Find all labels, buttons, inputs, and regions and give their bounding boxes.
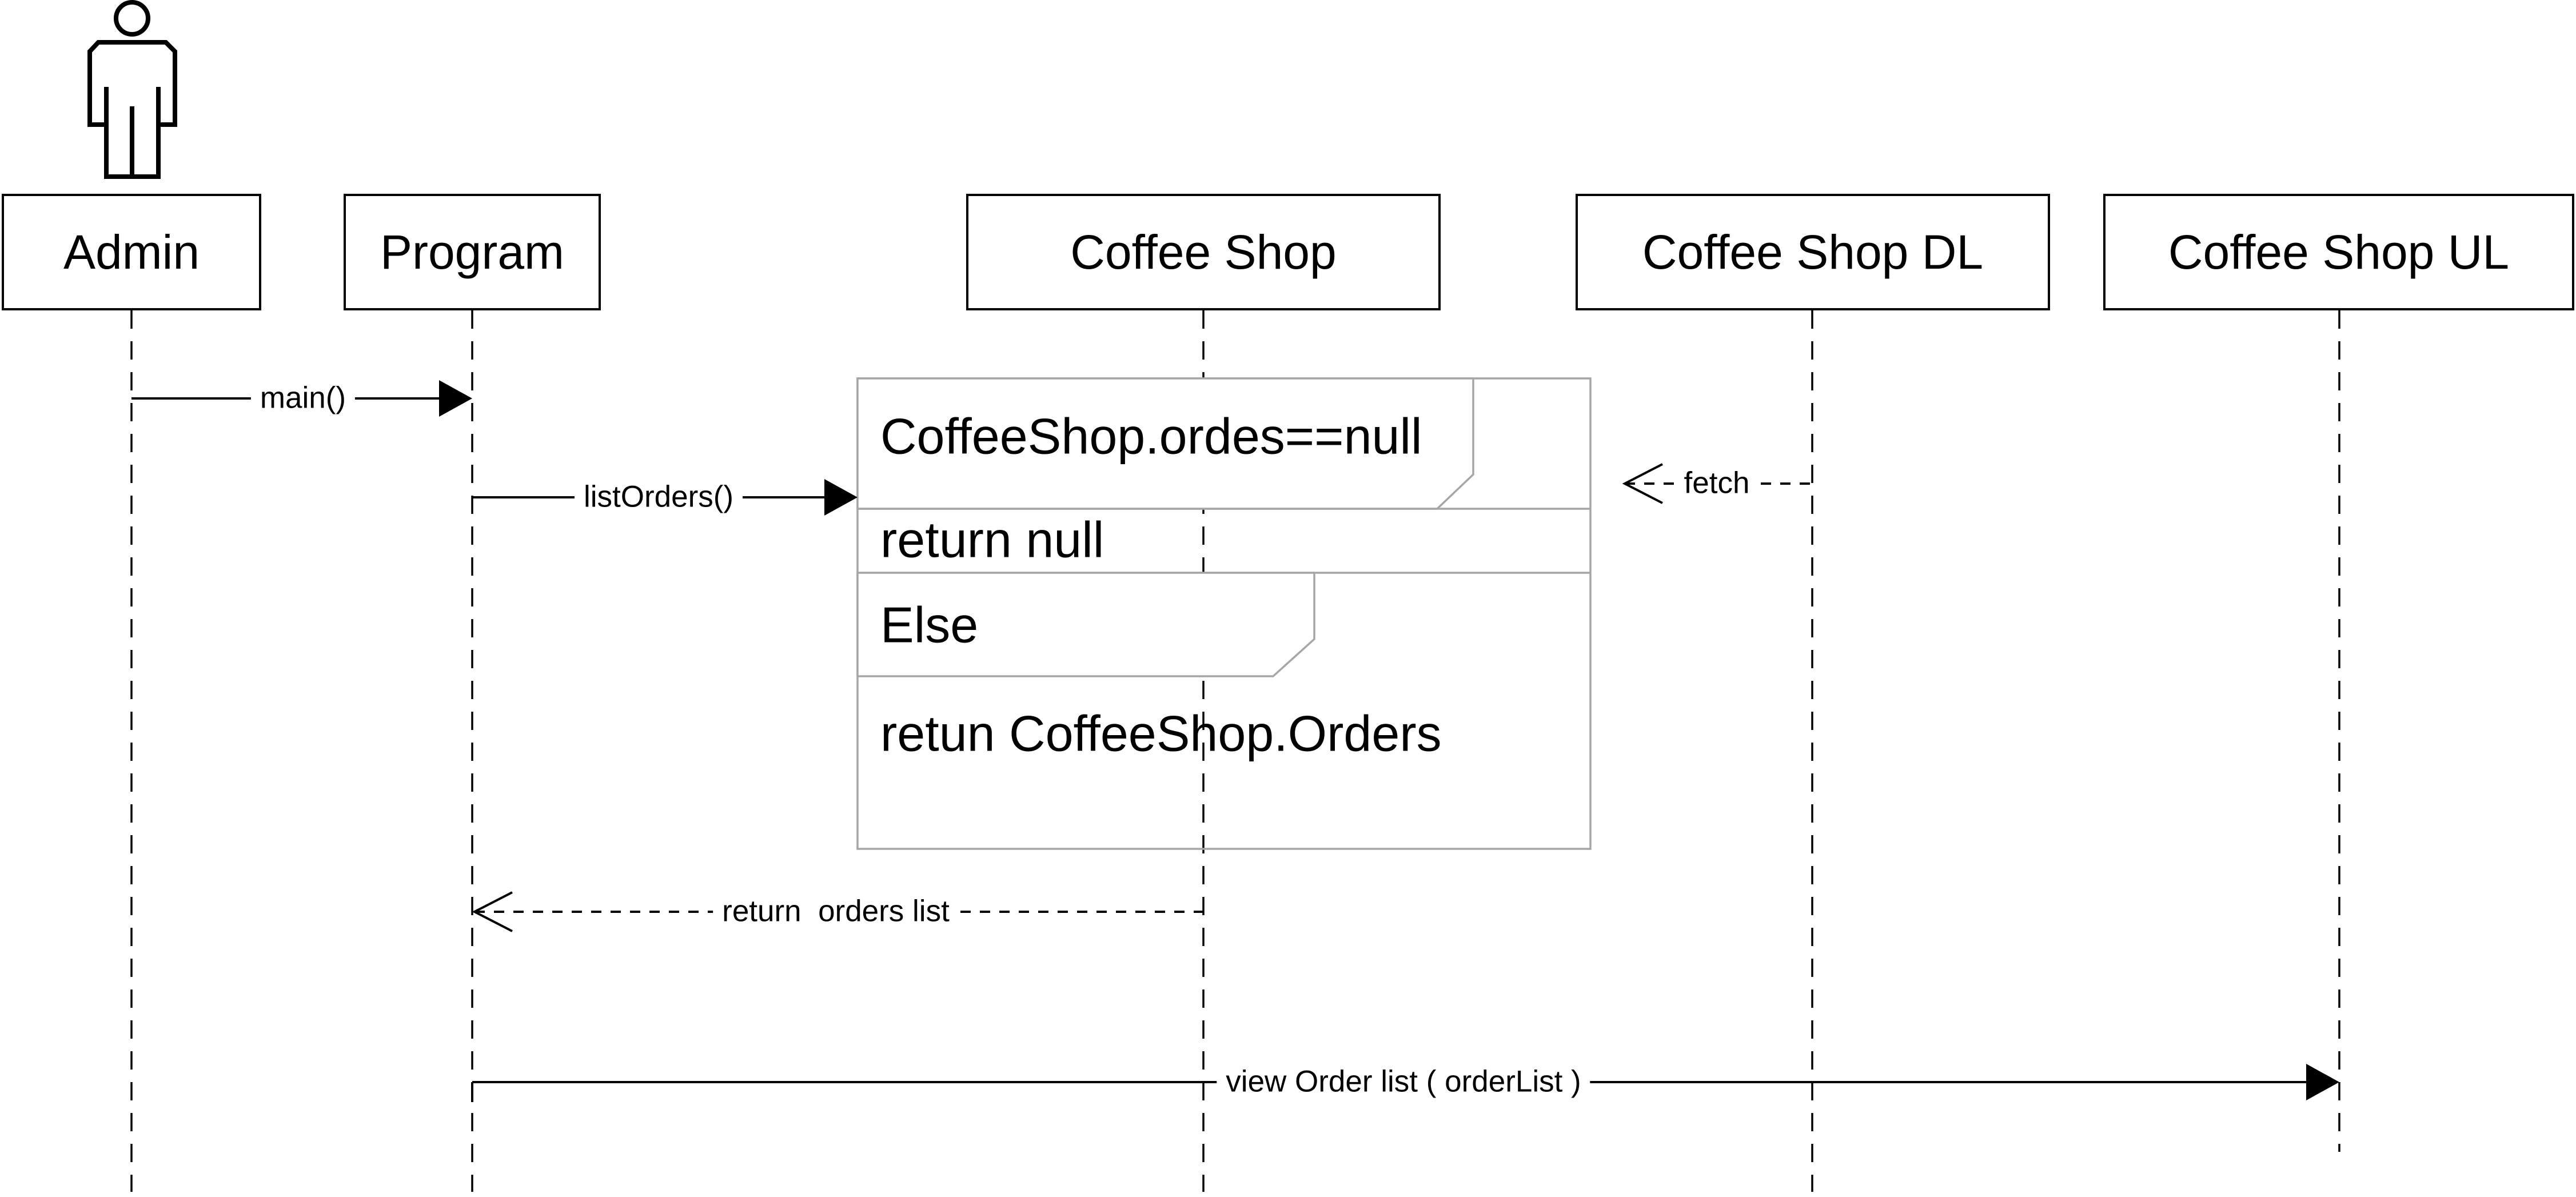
- message-label-fetch: fetch: [1674, 465, 1759, 502]
- actor-label: Admin: [63, 225, 200, 279]
- actor-label: Program: [380, 225, 565, 279]
- message-label-return-orders-list: return orders list: [713, 893, 959, 931]
- open-arrowhead-icon: [472, 891, 513, 932]
- actor-box-admin: Admin: [2, 194, 261, 310]
- fragment-guard-label: CoffeeShop.ordes==null: [880, 408, 1422, 465]
- filled-arrowhead-icon: [2306, 1064, 2339, 1100]
- filled-arrowhead-icon: [824, 479, 858, 516]
- message-label-listorders: listOrders(): [574, 478, 743, 516]
- actor-box-program: Program: [344, 194, 601, 310]
- filled-arrowhead-icon: [439, 380, 472, 417]
- fragment-else-label: Else: [880, 596, 979, 653]
- person-body: [87, 40, 177, 179]
- actor-box-coffee-shop: Coffee Shop: [966, 194, 1441, 310]
- message-label-main: main(): [250, 380, 356, 417]
- message-label-view-order-list: view Order list ( orderList ): [1217, 1063, 1590, 1101]
- actor-label: Coffee Shop DL: [1642, 225, 1984, 279]
- fragment-else-body-label: retun CoffeeShop.Orders: [880, 705, 1442, 762]
- fragment-else-pentagon: [856, 572, 1315, 677]
- actor-box-coffee-shop-dl: Coffee Shop DL: [1576, 194, 2050, 310]
- fragment-guard-pentagon: [856, 377, 1474, 510]
- actor-label: Coffee Shop UL: [2168, 225, 2510, 279]
- actor-label: Coffee Shop: [1070, 225, 1337, 279]
- alt-fragment: [856, 377, 1592, 850]
- fragment-if-body-label: return null: [880, 511, 1104, 568]
- actor-box-coffee-shop-ul: Coffee Shop UL: [2103, 194, 2574, 310]
- person-icon: [87, 0, 177, 179]
- open-arrowhead-icon: [1622, 463, 1663, 504]
- message-arrow-fetch: [1622, 463, 1812, 504]
- person-head: [114, 0, 150, 37]
- message-arrow-return-orders-list: [472, 891, 1203, 932]
